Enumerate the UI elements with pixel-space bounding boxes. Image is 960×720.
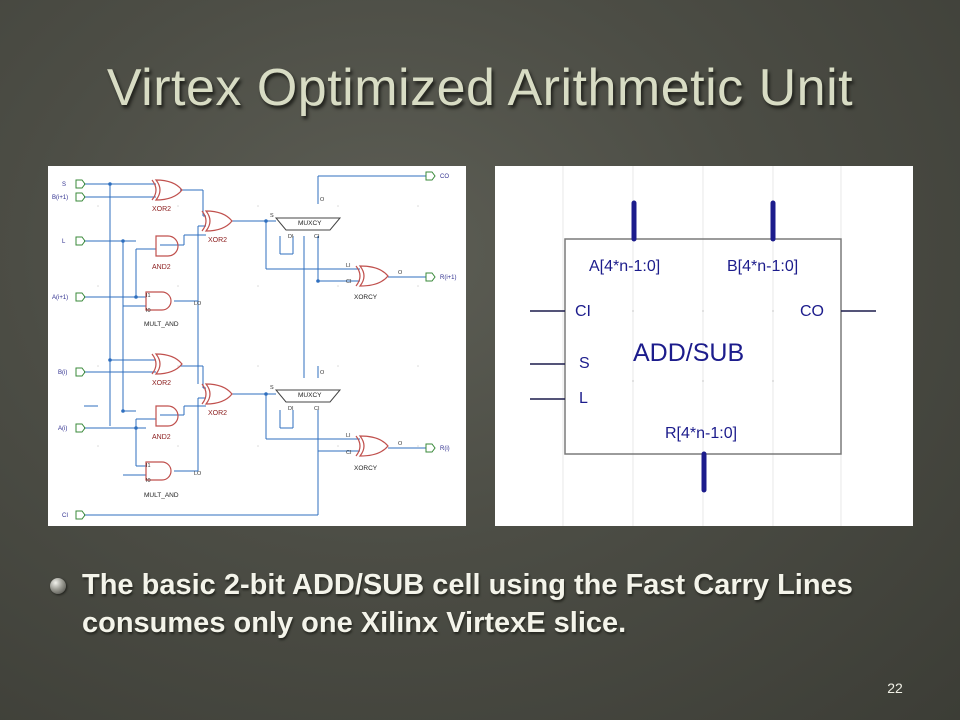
pin-label-lo: LO <box>194 471 202 477</box>
label-block-name: ADD/SUB <box>633 339 744 367</box>
gate-label-xor2: XOR2 <box>152 206 171 213</box>
label-co: CO <box>800 303 824 320</box>
bullet-text: The basic 2-bit ADD/SUB cell using the F… <box>82 569 853 639</box>
schematic-diagram: S B(i+1) L A(i+1) B(i) A(i) CI CO R(i+1)… <box>52 171 457 520</box>
label-s: S <box>579 355 590 372</box>
xorcy-gate <box>355 435 389 457</box>
label-r-bus: R[4*n-1:0] <box>665 425 737 442</box>
bullet-icon <box>50 578 66 594</box>
pin-label-s: S <box>270 385 274 391</box>
port-label-r-i1: R(i+1) <box>440 275 457 281</box>
pin-label-s: S <box>270 213 274 219</box>
gate-label-xorcy: XORCY <box>354 465 378 472</box>
pin-label-o: O <box>398 441 403 447</box>
pin-label-ci: CI <box>314 406 320 412</box>
pin-label-ci: CI <box>346 279 352 285</box>
pin-label-o: O <box>320 370 325 376</box>
pin-label-o: O <box>398 270 403 276</box>
label-ci: CI <box>575 303 591 320</box>
pin-label-ci: CI <box>346 450 352 456</box>
wiring <box>84 175 426 516</box>
muxcy-block <box>274 217 342 231</box>
pin-label-lo: LO <box>194 301 202 307</box>
gate-label-and2: AND2 <box>152 434 171 441</box>
gate-label-mult-and: MULT_AND <box>144 492 179 499</box>
schematic-panel: S B(i+1) L A(i+1) B(i) A(i) CI CO R(i+1)… <box>48 166 466 526</box>
pin-label-i0: I0 <box>146 478 151 484</box>
gate-label-muxcy: MUXCY <box>298 220 322 227</box>
label-b-bus: B[4*n-1:0] <box>727 258 798 275</box>
pin-label-o: O <box>320 197 325 203</box>
block-symbol-panel: A[4*n-1:0] B[4*n-1:0] CI CO ADD/SUB S L … <box>495 166 913 526</box>
pin-label-li: LI <box>346 433 351 439</box>
pin-label-di: DI <box>288 406 294 412</box>
port-label-ci: CI <box>62 513 68 519</box>
gate-label-and2: AND2 <box>152 264 171 271</box>
muxcy-block <box>274 389 342 403</box>
mult-and-gate <box>145 291 172 311</box>
port-label-l: L <box>62 239 66 245</box>
port-label-s: S <box>62 182 66 188</box>
gate-label-muxcy: MUXCY <box>298 392 322 399</box>
pin-label-li: LI <box>346 263 351 269</box>
xor2-gate <box>201 383 233 405</box>
port-label-b-i1: B(i+1) <box>52 195 68 201</box>
pin-label-di: DI <box>288 234 294 240</box>
xor2-gate <box>151 353 183 375</box>
pin-label-i1: I1 <box>146 293 151 299</box>
xor2-gate <box>201 210 233 232</box>
and2-gate <box>155 235 179 257</box>
gate-label-xor2: XOR2 <box>208 410 227 417</box>
slide-title: Virtex Optimized Arithmetic Unit <box>106 59 854 117</box>
add-sub-block-diagram: A[4*n-1:0] B[4*n-1:0] CI CO ADD/SUB S L … <box>530 166 876 526</box>
xorcy-gate <box>355 265 389 287</box>
mult-and-gate <box>145 461 172 481</box>
gate-label-xor2: XOR2 <box>208 237 227 244</box>
pin-label-ci: CI <box>314 234 320 240</box>
and2-gate <box>155 405 179 427</box>
port-label-co: CO <box>440 174 449 180</box>
pin-label-i0: I0 <box>146 308 151 314</box>
page-number: 22 <box>887 680 903 696</box>
gate-label-xorcy: XORCY <box>354 294 378 301</box>
pin-label-i1: I1 <box>146 463 151 469</box>
label-l: L <box>579 390 588 407</box>
port-label-a-i: A(i) <box>58 426 67 432</box>
port-label-a-i1: A(i+1) <box>52 295 68 301</box>
port-label-r-i: R(i) <box>440 446 450 452</box>
gate-label-xor2: XOR2 <box>152 380 171 387</box>
port-label-b-i: B(i) <box>58 370 67 376</box>
gate-label-mult-and: MULT_AND <box>144 321 179 328</box>
xor2-gate <box>151 179 183 201</box>
label-a-bus: A[4*n-1:0] <box>589 258 660 275</box>
